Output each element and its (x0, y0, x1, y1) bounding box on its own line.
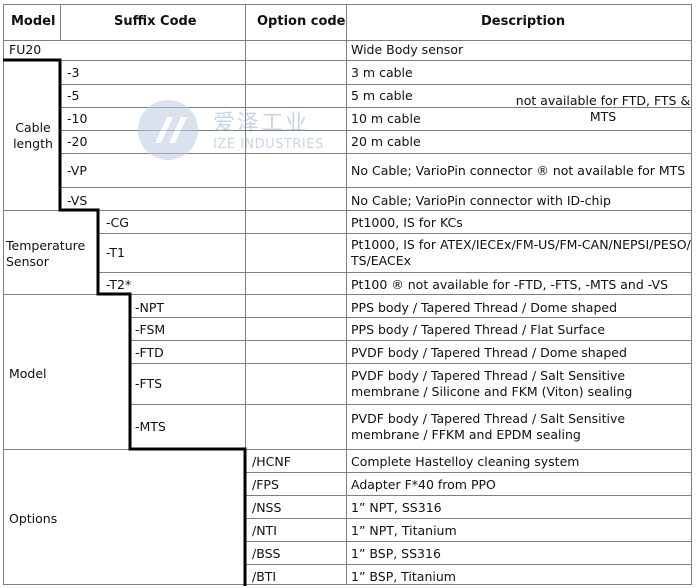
watermark: 爱泽工业 IZE INDUSTRIES (133, 95, 333, 165)
watermark-chinese-text: 爱泽工业 (213, 111, 310, 136)
model-code: FU20 (9, 42, 42, 57)
group-model: Model (9, 366, 47, 381)
option-desc-nss: 1” NPT, SS316 (351, 500, 442, 515)
model-code-ftd: -FTD (135, 345, 164, 360)
header-description: Description (481, 14, 566, 29)
option-desc-fps: Adapter F*40 from PPO (351, 477, 496, 492)
step-line (3, 58, 247, 586)
option-desc-hcnf: Complete Hastelloy cleaning system (351, 454, 580, 469)
temp-code-t2: -T2* (106, 277, 132, 292)
option-code-nti: /NTI (252, 523, 277, 538)
option-desc-nti: 1” NPT, Titanium (351, 523, 457, 538)
option-code-nss: /NSS (252, 500, 282, 515)
model-desc-npt: PPS body / Tapered Thread / Dome shaped (351, 300, 618, 315)
model-code-fsm: -FSM (135, 322, 166, 337)
cable-code-vp: -VP (67, 163, 87, 178)
model-desc-ftd: PVDF body / Tapered Thread / Dome shaped (351, 345, 627, 360)
option-code-bti: /BTI (252, 569, 277, 584)
group-temperature-sensor: Temperature Sensor (6, 238, 86, 269)
option-code-hcnf: /HCNF (252, 454, 291, 469)
option-desc-bti: 1” BSP, Titanium (351, 569, 456, 584)
model-desc-fts: PVDF body / Tapered Thread / Salt Sensit… (351, 368, 633, 399)
header-option-code: Option code (257, 14, 346, 29)
cable-code-vs: -VS (67, 193, 88, 208)
option-code-bss: /BSS (252, 546, 281, 561)
model-code-mts: -MTS (135, 419, 166, 434)
temp-code-t1: -T1 (106, 245, 125, 260)
model-desc-fsm: PPS body / Tapered Thread / Flat Surface (351, 322, 606, 337)
temp-desc-cg: Pt1000, IS for KCs (351, 215, 463, 230)
cable-availability-note: not available for FTD, FTS & MTS (515, 93, 691, 124)
cable-code-10: -10 (67, 111, 88, 126)
cable-desc-vs: No Cable; VarioPin connector with ID-chi… (351, 193, 611, 208)
temp-code-cg: -CG (106, 215, 129, 230)
model-desc-mts: PVDF body / Tapered Thread / Salt Sensit… (351, 411, 626, 442)
group-cable-length: Cable length (13, 120, 53, 151)
temp-desc-t1: Pt1000, IS for ATEX/IECEx/FM-US/FM-CAN/N… (351, 237, 691, 268)
cable-desc-3: 3 m cable (351, 65, 413, 80)
cable-code-20: -20 (67, 134, 88, 149)
cable-desc-10: 10 m cable (351, 111, 421, 126)
option-code-fps: /FPS (252, 477, 279, 492)
group-options: Options (9, 511, 58, 526)
cable-code-5: -5 (67, 88, 80, 103)
model-code-fts: -FTS (135, 376, 163, 391)
cable-desc-vp: No Cable; VarioPin connector ® not avail… (351, 163, 686, 178)
option-desc-bss: 1” BSP, SS316 (351, 546, 441, 561)
watermark-logo-icon (138, 100, 198, 160)
watermark-english-text: IZE INDUSTRIES (213, 137, 324, 152)
header-model: Model (11, 14, 56, 29)
model-description: Wide Body sensor (351, 42, 464, 57)
temp-desc-t2: Pt100 ® not available for -FTD, -FTS, -M… (351, 277, 669, 292)
model-code-npt: -NPT (135, 300, 165, 315)
cable-desc-5: 5 m cable (351, 88, 413, 103)
header-suffix-code: Suffix Code (114, 14, 197, 29)
cable-code-3: -3 (67, 65, 80, 80)
cable-desc-20: 20 m cable (351, 134, 421, 149)
